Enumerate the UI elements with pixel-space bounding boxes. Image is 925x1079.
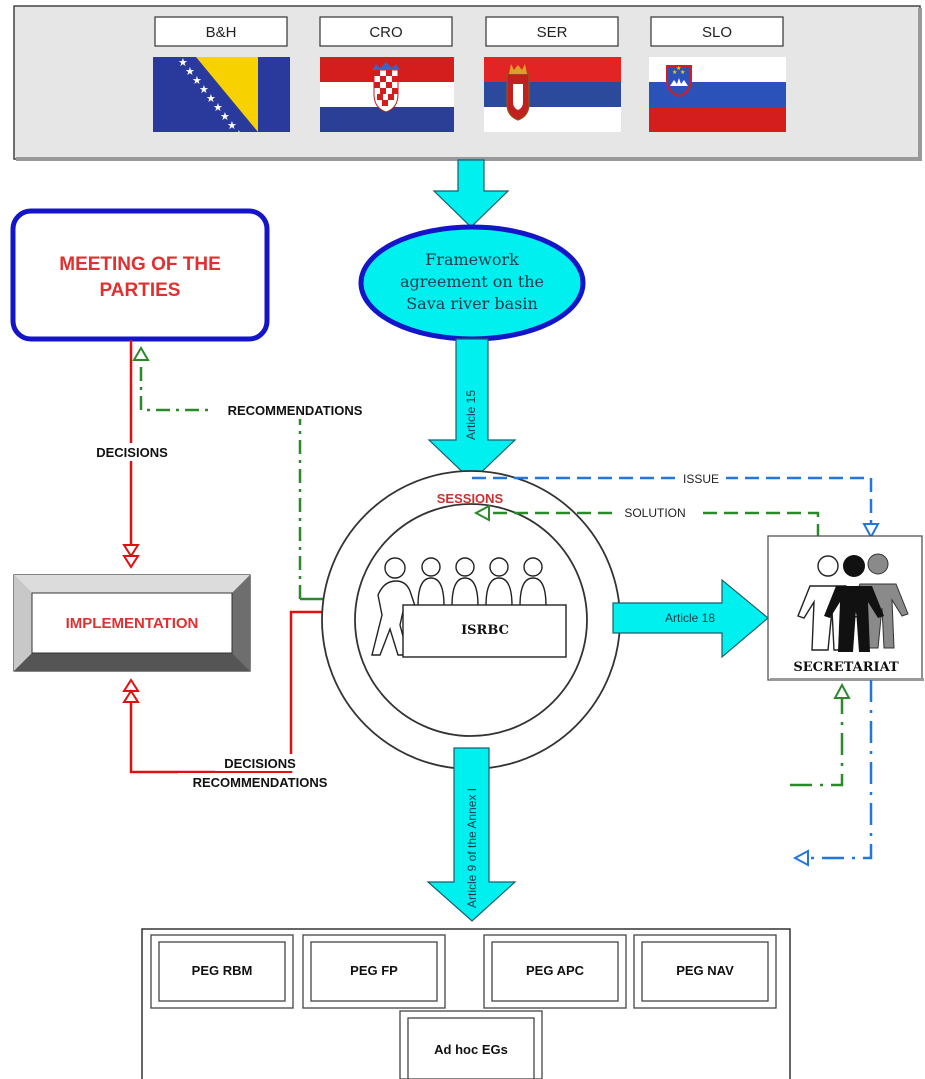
peg-box-rbm: PEG RBM	[150, 934, 294, 1009]
svg-text:★: ★	[680, 69, 685, 76]
country-label-box-bih	[154, 16, 288, 47]
solution-arrow	[473, 504, 820, 538]
peg-rbm-label: PEG RBM	[192, 963, 253, 978]
peg-box-fp: PEG FP	[302, 934, 446, 1009]
peg-box-nav: PEG NAV	[633, 934, 777, 1009]
decisions-label: DECISIONS	[96, 445, 168, 460]
framework-line-1: Framework	[425, 250, 519, 269]
recommendations-label: RECOMMENDATIONS	[228, 403, 363, 418]
svg-text:★: ★	[192, 75, 202, 87]
svg-text:★: ★	[227, 120, 237, 132]
secretariat-label: SECRETARIAT	[793, 660, 899, 675]
adhoc-eg-label: Ad hoc EGs	[434, 1042, 508, 1057]
flag-slovenia-icon: ★★★	[649, 57, 786, 132]
countries-panel: B&H CRO SER SLO ★ ★ ★ ★ ★ ★ ★ ★ ★	[13, 5, 922, 161]
country-label-box-slo	[650, 16, 784, 47]
arrow-panel-to-framework	[432, 159, 510, 228]
meeting-line-2: PARTIES	[100, 280, 181, 301]
flag-serbia-icon	[484, 57, 621, 132]
svg-text:★: ★	[234, 129, 244, 141]
arrow-article-9: Article 9 of the Annex I	[426, 747, 517, 922]
peg-container: PEG RBM PEG FP PEG APC PEG NAV Ad hoc EG…	[141, 928, 791, 1079]
article-15-label: Article 15	[464, 390, 478, 440]
peg-box-apc: PEG APC	[483, 934, 627, 1009]
issue-arrow	[472, 476, 880, 540]
decisions-bottom-label: DECISIONS	[224, 756, 296, 771]
svg-text:★: ★	[213, 102, 223, 114]
country-label-slo: SLO	[702, 24, 732, 41]
peg-fp-label: PEG FP	[350, 963, 398, 978]
svg-text:★: ★	[220, 111, 230, 123]
people-group-icon	[797, 553, 909, 652]
country-label-box-ser	[485, 16, 619, 47]
implementation-label: IMPLEMENTATION	[66, 615, 199, 632]
secretariat-to-peg-line	[792, 680, 873, 867]
framework-line-2: agreement on the	[400, 272, 544, 291]
sessions-title: SESSIONS	[437, 491, 504, 506]
meeting-of-the-parties-box: MEETING OF THE PARTIES	[10, 208, 270, 342]
peg-apc-label: PEG APC	[526, 963, 585, 978]
adhoc-eg-box: Ad hoc EGs	[399, 1010, 543, 1079]
arrow-article-18: Article 18	[612, 578, 769, 659]
country-label-cro: CRO	[369, 24, 402, 41]
svg-text:★: ★	[178, 57, 188, 69]
article-9-label: Article 9 of the Annex I	[465, 788, 479, 908]
svg-text:★: ★	[185, 66, 195, 78]
secretariat-box: SECRETARIAT	[767, 535, 924, 681]
svg-text:★: ★	[199, 84, 209, 96]
flag-bosnia-herzegovina-icon: ★ ★ ★ ★ ★ ★ ★ ★ ★	[153, 57, 290, 141]
flag-croatia-icon	[320, 57, 454, 132]
arrow-article-15: Article 15	[427, 338, 517, 482]
implementation-box: IMPLEMENTATION	[13, 574, 251, 672]
svg-text:★: ★	[672, 69, 677, 76]
meeting-line-1: MEETING OF THE	[59, 254, 221, 275]
country-label-box-cro	[319, 16, 453, 47]
peg-to-secretariat-line	[790, 682, 851, 787]
isrbc-label: ISRBC	[461, 623, 509, 638]
country-label-ser: SER	[537, 24, 568, 41]
recommendations-line	[132, 346, 325, 601]
country-label-bih: B&H	[206, 24, 237, 41]
decisions-recommendations-arrow	[122, 610, 325, 774]
framework-line-3: Sava river basin	[406, 294, 538, 313]
recommendations-bottom-label: RECOMMENDATIONS	[193, 775, 328, 790]
committee-meeting-icon	[371, 557, 567, 658]
peg-nav-label: PEG NAV	[676, 963, 734, 978]
article-18-label: Article 18	[665, 611, 715, 625]
svg-text:★: ★	[676, 65, 681, 72]
framework-agreement-ellipse: Framework agreement on the Sava river ba…	[358, 224, 586, 342]
issue-label: ISSUE	[683, 472, 719, 486]
svg-text:★: ★	[206, 93, 216, 105]
solution-label: SOLUTION	[624, 506, 685, 520]
